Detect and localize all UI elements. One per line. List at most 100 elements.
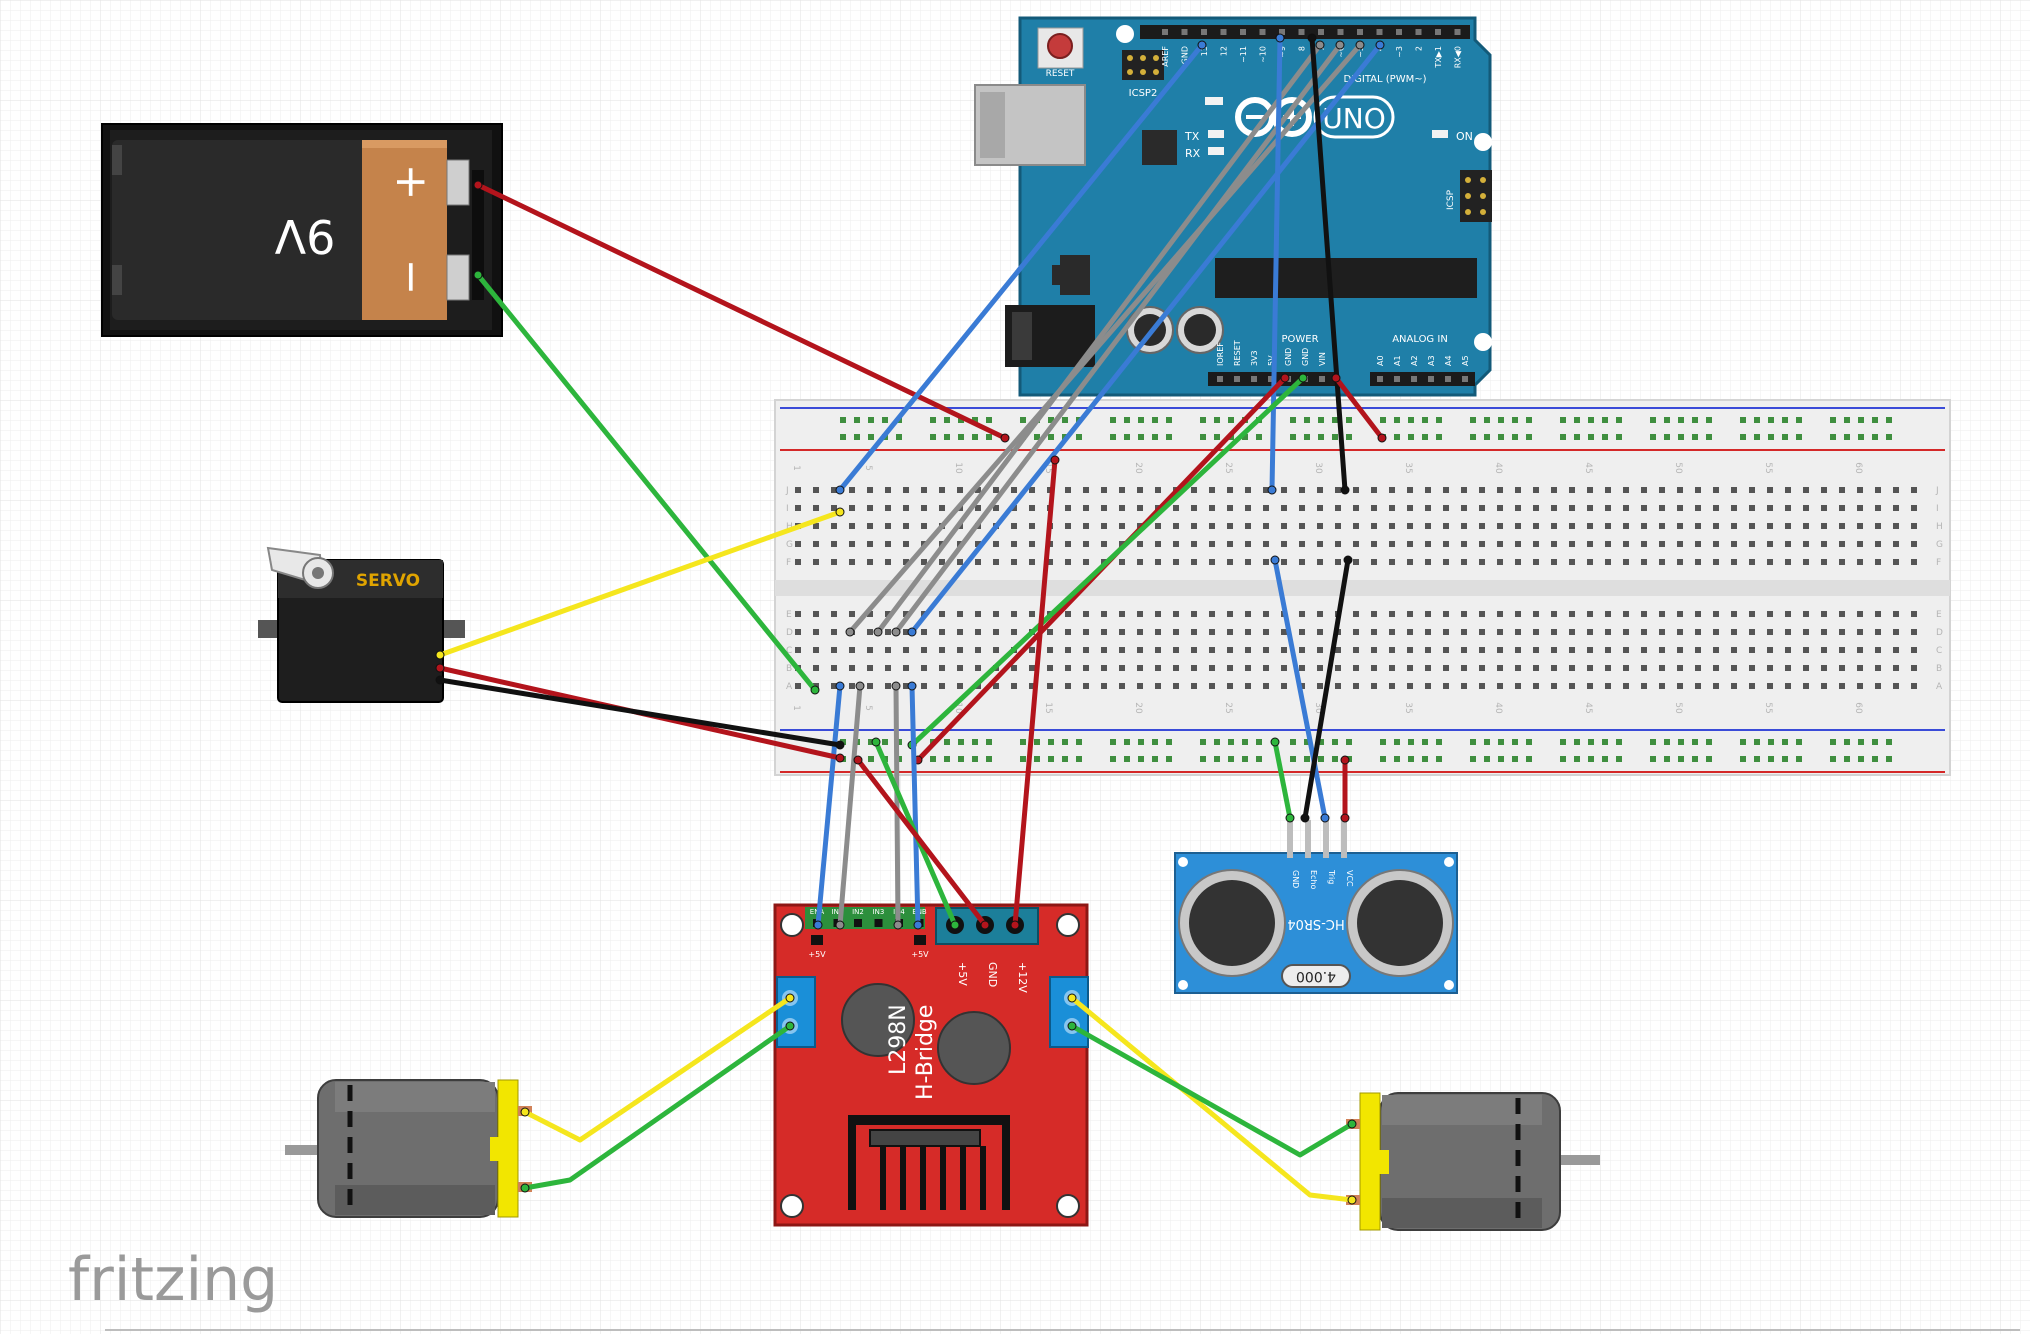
terminal-hole (1245, 683, 1251, 689)
rail-hole (1830, 739, 1836, 745)
terminal-hole (867, 559, 873, 565)
terminal-hole (1317, 647, 1323, 653)
wire-end (810, 685, 820, 695)
terminal-hole (1821, 487, 1827, 493)
terminal-hole (1209, 559, 1215, 565)
terminal-hole (1533, 683, 1539, 689)
rail-hole (1602, 739, 1608, 745)
terminal-hole (1353, 629, 1359, 635)
terminal-hole (1623, 611, 1629, 617)
terminal-hole (1803, 629, 1809, 635)
wire (475, 272, 818, 693)
terminal-hole (1659, 487, 1665, 493)
column-number: 25 (1223, 462, 1233, 473)
terminal-hole (1029, 505, 1035, 511)
terminal-hole (1749, 665, 1755, 671)
hbridge-subtitle: H-Bridge (913, 1005, 938, 1100)
terminal-hole (1407, 647, 1413, 653)
wire-end (835, 485, 845, 495)
digital-pin-label: ~6 (1337, 46, 1346, 58)
terminal-hole (1785, 559, 1791, 565)
terminal-hole (1317, 487, 1323, 493)
terminal-hole (1407, 629, 1413, 635)
terminal-hole (885, 629, 891, 635)
rail-hole (1076, 756, 1082, 762)
rail-hole (1256, 434, 1262, 440)
terminal-hole (1299, 629, 1305, 635)
sensor-pin (1323, 820, 1329, 858)
terminal-hole (1551, 541, 1557, 547)
terminal-hole (1677, 611, 1683, 617)
rail-hole (1304, 739, 1310, 745)
terminal-hole (1515, 523, 1521, 529)
terminal-hole (1191, 683, 1197, 689)
hbridge-capacitor (841, 983, 915, 1057)
terminal-hole (1209, 629, 1215, 635)
header-pin (1181, 29, 1188, 35)
terminal-hole (831, 647, 837, 653)
terminal-hole (1551, 647, 1557, 653)
terminal-hole (1479, 505, 1485, 511)
fritzing-logo: fritzing (68, 1245, 278, 1315)
terminal-hole (1713, 647, 1719, 653)
rail-hole (1394, 739, 1400, 745)
terminal-hole (1443, 541, 1449, 547)
terminal-hole (1731, 505, 1737, 511)
terminal-hole (1569, 611, 1575, 617)
terminal-hole (1551, 523, 1557, 529)
terminal-hole (1551, 487, 1557, 493)
terminal-hole (1353, 647, 1359, 653)
column-number: 60 (1853, 462, 1863, 474)
terminal-hole (885, 683, 891, 689)
rx-label: RX (1185, 147, 1201, 160)
rail-hole (1318, 756, 1324, 762)
terminal-hole (1191, 523, 1197, 529)
terminal-hole (1209, 487, 1215, 493)
wire-end (891, 627, 901, 637)
rail-hole (1436, 739, 1442, 745)
digital-pin-label: ~11 (1239, 46, 1248, 63)
terminal-hole (1623, 683, 1629, 689)
rail-hole (1498, 739, 1504, 745)
terminal-hole (993, 647, 999, 653)
terminal-hole (1227, 665, 1233, 671)
terminal-hole (1299, 683, 1305, 689)
rail-hole (1256, 756, 1262, 762)
rail-hole (1692, 434, 1698, 440)
analog-label: ANALOG IN (1392, 334, 1448, 345)
terminal-hole (1461, 523, 1467, 529)
terminal-hole (903, 505, 909, 511)
terminal-hole (1119, 487, 1125, 493)
terminal-hole (1821, 523, 1827, 529)
terminal-hole (885, 665, 891, 671)
rail-hole (1214, 434, 1220, 440)
digital-label: DIGITAL (PWM~) (1344, 74, 1427, 85)
terminal-hole (921, 523, 927, 529)
terminal-hole (1101, 541, 1107, 547)
digital-pin-label: RX◀0 (1454, 46, 1463, 68)
terminal-hole (975, 559, 981, 565)
wire (837, 683, 863, 928)
hbridge-pin (854, 919, 862, 927)
terminal-hole (1443, 629, 1449, 635)
terminal-hole (1857, 541, 1863, 547)
rail-hole (1124, 417, 1130, 423)
terminal-hole (1587, 647, 1593, 653)
rail-hole (1858, 756, 1864, 762)
column-number: 50 (1673, 462, 1683, 474)
terminal-hole (1497, 559, 1503, 565)
terminal-hole (939, 487, 945, 493)
rail-hole (1152, 434, 1158, 440)
wire-end (1340, 755, 1350, 765)
terminal-hole (1227, 629, 1233, 635)
terminal-hole (1911, 611, 1917, 617)
terminal-hole (1029, 683, 1035, 689)
wire-end (1050, 455, 1060, 465)
terminal-hole (1371, 665, 1377, 671)
wire-end (873, 627, 883, 637)
header-pin (1377, 376, 1383, 382)
terminal-hole (1371, 559, 1377, 565)
rail-hole (1304, 417, 1310, 423)
terminal-hole (1659, 611, 1665, 617)
